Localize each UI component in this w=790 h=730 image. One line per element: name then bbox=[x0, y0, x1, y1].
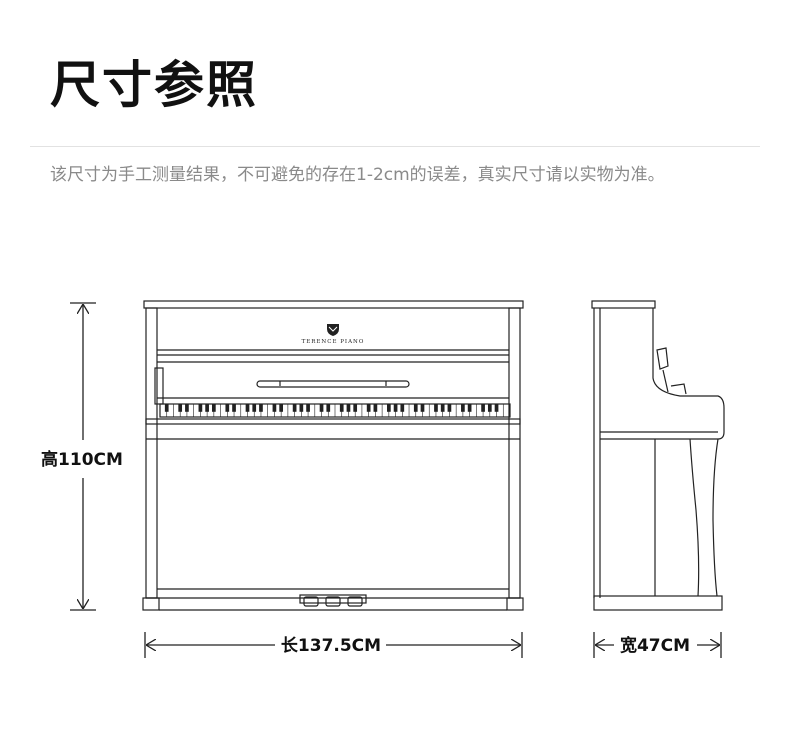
page-title: 尺寸参照 bbox=[50, 56, 258, 114]
width-dimension bbox=[593, 632, 722, 658]
height-label: 高110CM bbox=[41, 449, 123, 470]
front-left-bracket bbox=[154, 367, 164, 405]
brand-name: TERENCE PIANO bbox=[302, 339, 365, 345]
black-key bbox=[205, 404, 209, 412]
black-key bbox=[185, 404, 189, 412]
black-key bbox=[225, 404, 230, 412]
brand-mark-icon bbox=[328, 326, 338, 332]
pedal-middle bbox=[325, 596, 341, 607]
black-key bbox=[346, 404, 351, 412]
black-key bbox=[467, 404, 472, 412]
height-dimension bbox=[70, 302, 96, 611]
side-leg-inner bbox=[689, 438, 700, 597]
side-music-rest bbox=[656, 347, 669, 370]
black-key bbox=[279, 404, 284, 412]
black-keys bbox=[164, 404, 499, 412]
music-rest bbox=[256, 380, 410, 388]
black-key bbox=[440, 404, 445, 412]
black-key bbox=[366, 404, 371, 412]
shield-icon bbox=[327, 324, 339, 336]
black-key bbox=[252, 404, 257, 412]
side-top-lid bbox=[591, 300, 656, 309]
black-key bbox=[373, 404, 378, 412]
side-music-rest-arm bbox=[662, 369, 669, 393]
pedal-box bbox=[299, 594, 367, 604]
front-right-foot bbox=[506, 597, 524, 611]
piano-front-view bbox=[142, 300, 524, 611]
black-key bbox=[447, 404, 452, 412]
pedal-right bbox=[347, 596, 363, 607]
keybed-rail bbox=[145, 418, 521, 425]
black-key bbox=[272, 404, 277, 412]
front-top-lid bbox=[143, 300, 524, 309]
black-key bbox=[319, 404, 324, 412]
black-key bbox=[232, 404, 236, 412]
black-key bbox=[413, 404, 418, 412]
brand-logo: TERENCE PIANO bbox=[302, 324, 365, 345]
black-key bbox=[420, 404, 425, 412]
black-key bbox=[299, 404, 304, 412]
header-divider bbox=[30, 146, 760, 147]
side-leg-outer bbox=[712, 438, 719, 597]
black-key bbox=[339, 404, 344, 412]
black-key bbox=[461, 404, 465, 412]
length-label: 长137.5CM bbox=[281, 635, 381, 656]
black-key bbox=[259, 404, 263, 412]
black-key bbox=[178, 404, 183, 412]
front-left-side bbox=[145, 307, 158, 599]
side-fallboard bbox=[670, 383, 687, 395]
black-key bbox=[306, 404, 310, 412]
length-dimension bbox=[144, 632, 523, 658]
black-key bbox=[494, 404, 499, 412]
pedals bbox=[299, 594, 367, 607]
side-cabinet-profile bbox=[600, 308, 725, 440]
black-key bbox=[487, 404, 492, 412]
front-left-foot bbox=[142, 597, 160, 611]
width-label: 宽47CM bbox=[620, 635, 690, 656]
piano-side-view bbox=[591, 300, 725, 611]
black-key bbox=[211, 404, 216, 412]
black-key bbox=[245, 404, 250, 412]
black-key bbox=[386, 404, 391, 412]
black-key bbox=[353, 404, 358, 412]
black-key bbox=[481, 404, 485, 412]
black-key bbox=[164, 404, 169, 412]
black-key bbox=[292, 404, 297, 412]
black-key bbox=[198, 404, 203, 412]
white-key-dividers bbox=[166, 404, 504, 417]
pedal-left bbox=[303, 596, 319, 607]
black-key bbox=[434, 404, 438, 412]
measurement-note: 该尺寸为手工测量结果，不可避免的存在1-2cm的误差，真实尺寸请以实物为准。 bbox=[50, 165, 665, 185]
side-base bbox=[593, 595, 723, 611]
black-key bbox=[393, 404, 398, 412]
front-right-side bbox=[508, 307, 521, 599]
black-key bbox=[326, 404, 331, 412]
black-key bbox=[400, 404, 405, 412]
